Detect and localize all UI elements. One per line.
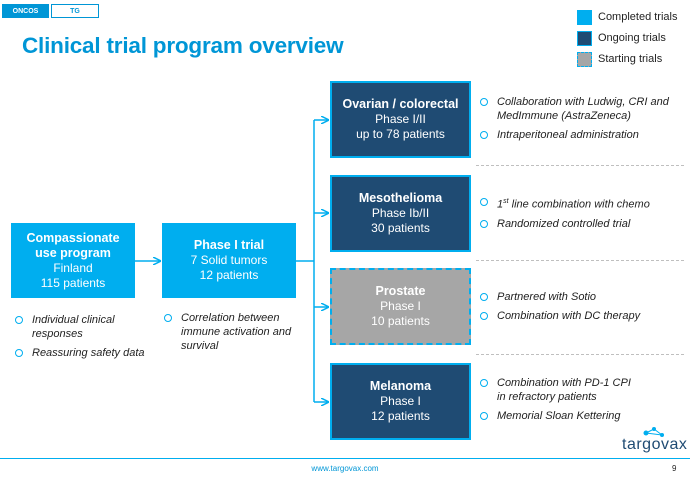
completed-swatch-icon <box>577 9 592 25</box>
bullet-item: Randomized controlled trial <box>480 217 680 231</box>
melanoma-box: Melanoma Phase I 12 patients <box>330 363 471 440</box>
legend: Completed trials Ongoing trials Starting… <box>577 8 677 71</box>
page-number: 9 <box>672 464 677 473</box>
separator <box>476 165 684 166</box>
box-title: Melanoma <box>369 379 432 393</box>
prostate-bullets: Partnered with Sotio Combination with DC… <box>480 290 680 328</box>
compassionate-bullets: Individual clinical responses Reassuring… <box>15 313 155 365</box>
box-line: 115 patients <box>40 275 106 290</box>
compassionate-use-box: Compassionate use program Finland 115 pa… <box>11 223 135 298</box>
bullet-item: Collaboration with Ludwig, CRI and MedIm… <box>480 95 680 123</box>
ovarian-bullets: Collaboration with Ludwig, CRI and MedIm… <box>480 95 680 147</box>
legend-label: Starting trials <box>598 53 663 65</box>
bullet-item: Individual clinical responses <box>15 313 155 341</box>
legend-item-ongoing: Ongoing trials <box>577 29 677 47</box>
ordinal-suffix: st <box>503 198 509 205</box>
box-line: 30 patients <box>371 221 430 235</box>
mesothelioma-bullets: 1st line combination with chemo Randomiz… <box>480 195 680 236</box>
box-line: 12 patients <box>199 268 259 282</box>
logo-text: targovax <box>622 436 688 453</box>
box-line: Phase I <box>380 394 421 408</box>
box-line: up to 78 patients <box>356 127 445 141</box>
bullet-item: Reassuring safety data <box>15 346 155 360</box>
tab-oncos[interactable]: ONCOS <box>2 4 49 18</box>
prostate-box: Prostate Phase I 10 patients <box>330 268 471 345</box>
tab-tg[interactable]: TG <box>51 4 99 18</box>
ovarian-colorectal-box: Ovarian / colorectal Phase I/II up to 78… <box>330 81 471 158</box>
logo-molecule-icon <box>643 427 664 437</box>
legend-label: Completed trials <box>598 11 678 23</box>
bullet-item: Intraperitoneal administration <box>480 128 680 142</box>
bullet-item: Combination with PD-1 CPI in refractory … <box>480 376 640 404</box>
ongoing-swatch-icon <box>577 30 592 46</box>
ordinal-number: 1 <box>497 198 504 211</box>
box-line: Finland <box>53 260 93 275</box>
legend-item-starting: Starting trials <box>577 50 677 68</box>
box-title: Prostate <box>375 284 426 298</box>
bullet-item: Partnered with Sotio <box>480 290 680 304</box>
bullet-item: Memorial Sloan Kettering <box>480 409 640 423</box>
box-line: Phase Ib/II <box>371 206 430 220</box>
legend-item-completed: Completed trials <box>577 8 677 26</box>
box-title: Ovarian / colorectal <box>342 97 459 111</box>
page-title: Clinical trial program overview <box>22 33 344 58</box>
starting-swatch-icon <box>577 51 592 67</box>
bullet-text: line combination with chemo <box>511 198 650 211</box>
box-line: 7 Solid tumors <box>190 253 268 267</box>
box-title: Compassionate use program <box>26 230 120 260</box>
separator <box>476 354 684 355</box>
footer-url-link[interactable]: www.targovax.com <box>311 464 379 473</box>
legend-label: Ongoing trials <box>598 32 666 44</box>
box-title: Phase I trial <box>193 238 265 252</box>
bullet-item: Correlation between immune activation an… <box>164 311 304 353</box>
phase1-trial-box: Phase I trial 7 Solid tumors 12 patients <box>162 223 296 298</box>
melanoma-bullets: Combination with PD-1 CPI in refractory … <box>480 376 640 428</box>
box-title: Mesothelioma <box>358 191 443 205</box>
bullet-item: 1st line combination with chemo <box>480 195 680 212</box>
box-line: Phase I <box>380 299 421 313</box>
box-line: 12 patients <box>371 409 430 423</box>
footer-divider <box>0 458 690 459</box>
mesothelioma-box: Mesothelioma Phase Ib/II 30 patients <box>330 175 471 252</box>
box-line: 10 patients <box>371 314 430 328</box>
bullet-item: Combination with DC therapy <box>480 309 680 323</box>
box-line: Phase I/II <box>375 112 426 126</box>
phase1-bullets: Correlation between immune activation an… <box>164 311 304 358</box>
separator <box>476 260 684 261</box>
